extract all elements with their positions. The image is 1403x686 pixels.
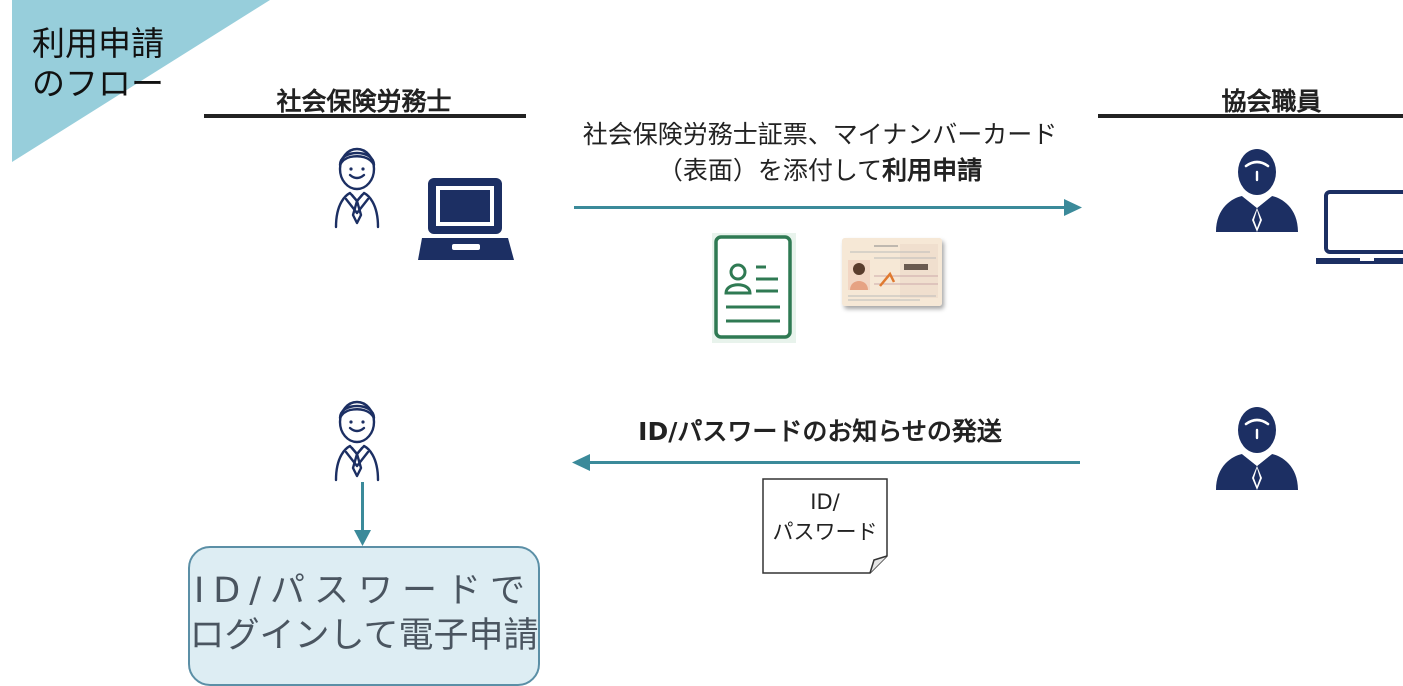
corner-banner: [0, 0, 270, 162]
left-actor-heading: 社会保険労務士: [276, 87, 452, 116]
password-note-line1: ID/: [810, 490, 840, 514]
step1-arrow-line: [574, 206, 1070, 209]
password-note-line2: パスワード: [772, 520, 878, 544]
corner-label: 利用申請 のフロー: [32, 24, 164, 103]
right-heading-rule: [1098, 114, 1403, 118]
staff-laptop-icon: [1316, 190, 1403, 264]
left-heading-rule: [204, 114, 526, 118]
step1-arrowhead-icon: [1064, 199, 1082, 216]
login-arrow-line: [361, 482, 364, 534]
step2-arrowhead-icon: [572, 454, 590, 471]
login-box-line2: ログインして電子申請: [189, 616, 539, 656]
staff-icon: [1216, 149, 1298, 232]
right-actor-heading: 協会職員: [1221, 87, 1322, 116]
password-note-text: ID/ パスワード: [762, 487, 888, 547]
step1-line1: 社会保険労務士証票、マイナンバーカード: [582, 120, 1058, 149]
step1-text: 社会保険労務士証票、マイナンバーカード （表面）を添付して利用申請: [560, 117, 1080, 189]
step2-text: ID/パスワードのお知らせの発送: [638, 417, 1002, 446]
my-number-card-image: [842, 238, 942, 306]
password-note-icon: [762, 478, 888, 574]
login-arrowhead-icon: [354, 530, 371, 546]
consultant-laptop-icon: [418, 178, 514, 260]
step1-line2-bold: 利用申請: [882, 156, 983, 185]
step2-arrow-line: [586, 461, 1080, 464]
step1-line2: （表面）を添付して利用申請: [560, 153, 1080, 189]
consultant-icon: [334, 147, 380, 229]
step1-line2-prefix: （表面）を添付して: [657, 156, 883, 185]
login-box-line1: ID/パスワードで: [193, 571, 535, 611]
certificate-document-icon: [712, 233, 796, 343]
staff-icon-lower: [1216, 407, 1298, 490]
consultant-icon-lower: [334, 400, 380, 482]
